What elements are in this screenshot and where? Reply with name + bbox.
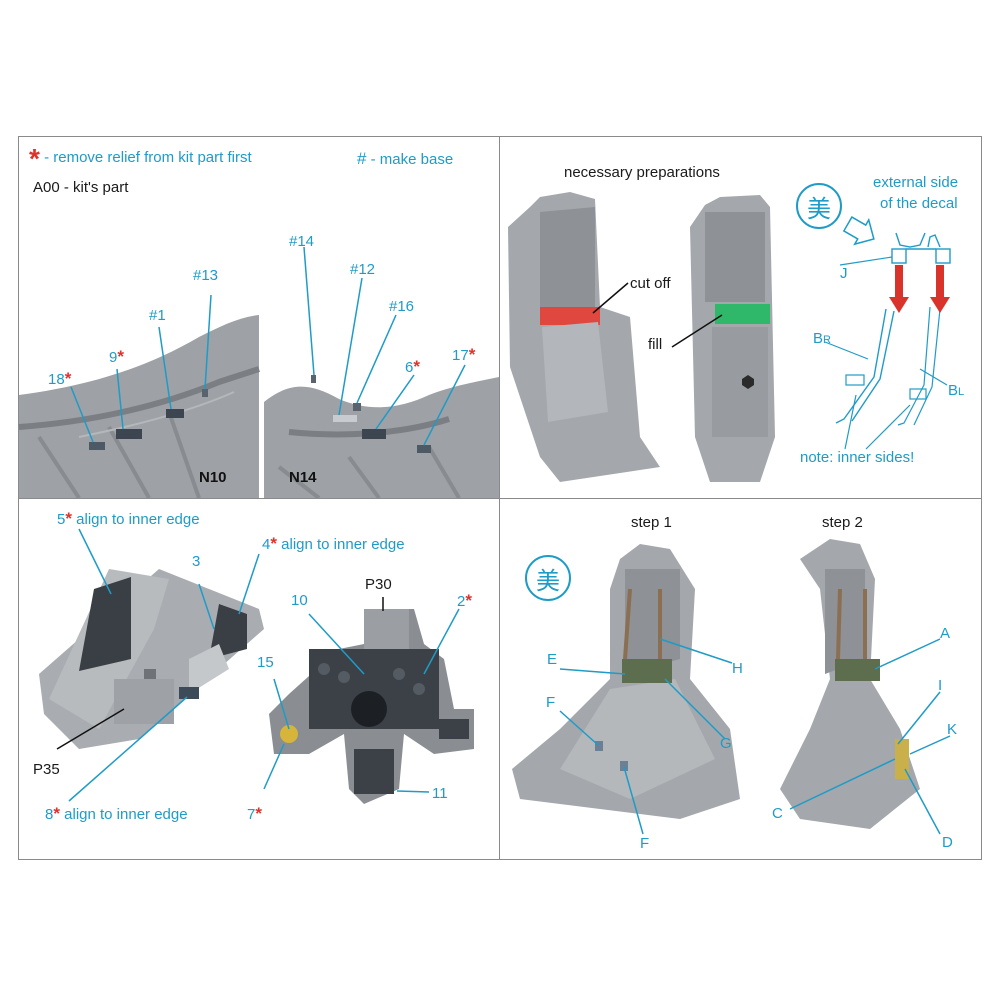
decal-17 xyxy=(417,445,431,453)
fill-label: fill xyxy=(648,336,663,353)
decal-12 xyxy=(333,415,357,422)
legend-star-symbol: * xyxy=(29,143,40,174)
legend-hash-row: # - make base xyxy=(357,149,453,169)
step2-title: step 2 xyxy=(822,514,863,531)
label-br: BR xyxy=(813,330,831,347)
callout-16: #16 xyxy=(389,298,415,315)
cut-off-label: cut off xyxy=(630,275,671,292)
label-h: H xyxy=(732,660,743,677)
label-a: A xyxy=(940,625,951,642)
red-arrows xyxy=(889,265,950,313)
callout-3: 3 xyxy=(192,553,201,570)
legend-hash-symbol: # xyxy=(357,149,367,168)
callout-4-text: align to inner edge xyxy=(281,536,405,553)
callout-13: #13 xyxy=(193,267,219,284)
lower-panel-11 xyxy=(354,749,394,794)
inner-sides-note: note: inner sides! xyxy=(800,449,915,466)
label-bl-sub: L xyxy=(958,386,965,398)
preparations-title: necessary preparations xyxy=(564,164,720,181)
callout-8-text: align to inner edge xyxy=(64,806,188,823)
callout-8: 8* align to inner edge xyxy=(45,804,188,823)
callout-17: 17* xyxy=(452,345,476,364)
label-i: I xyxy=(938,677,943,694)
belt-step1 xyxy=(622,659,672,683)
label-f-bottom: F xyxy=(640,835,650,852)
instrument-panel-photo xyxy=(39,528,474,804)
step1-title: step 1 xyxy=(631,514,672,531)
belt-step2 xyxy=(835,659,880,681)
cut-off-area xyxy=(540,307,600,325)
fill-area xyxy=(715,304,770,324)
callout-10: 10 xyxy=(291,592,308,609)
label-j: J xyxy=(840,265,848,282)
callout-7: 7* xyxy=(247,804,262,823)
label-e: E xyxy=(547,651,558,668)
label-d: D xyxy=(942,834,953,851)
panel-harness-steps: step 1 step 2 美 E H G F F A I K C D xyxy=(500,499,982,859)
callout-18-label: 18 xyxy=(48,371,65,388)
part-label-n10: N10 xyxy=(199,469,227,486)
panel-side-consoles: * - remove relief from kit part first # … xyxy=(19,137,499,498)
legend-star-row: * - remove relief from kit part first xyxy=(29,145,252,173)
label-bl: BL xyxy=(948,382,964,399)
legend-hash-text: - make base xyxy=(370,151,454,168)
callout-11: 11 xyxy=(432,785,448,802)
callout-12: #12 xyxy=(350,261,376,278)
label-k: K xyxy=(947,721,958,738)
callout-14: #14 xyxy=(289,233,315,250)
callout-15: 15 xyxy=(257,654,274,671)
decal-1 xyxy=(166,409,184,418)
callout-5: 5* align to inner edge xyxy=(57,509,200,528)
callout-2: 2* xyxy=(457,591,472,610)
decal-14 xyxy=(311,375,316,383)
callout-1: #1 xyxy=(149,307,166,324)
part-label-p35: P35 xyxy=(33,761,60,778)
stamp-icon-step1: 美 xyxy=(525,555,571,601)
gauge-15 xyxy=(280,725,298,743)
panel-necessary-preparations: necessary preparations cut off fill 美 ex… xyxy=(500,137,982,498)
callout-7-num: 7 xyxy=(247,806,256,823)
callout-5-text: align to inner edge xyxy=(76,511,200,528)
seat-preparation-photo xyxy=(508,192,951,482)
callout-8-num: 8 xyxy=(45,806,54,823)
decal-16 xyxy=(353,403,361,411)
callout-6-label: 6 xyxy=(405,359,414,376)
decal-9 xyxy=(116,429,142,439)
callout-9: 9* xyxy=(109,347,124,366)
callout-6: 6* xyxy=(405,357,420,376)
part-label-n14: N14 xyxy=(289,469,317,486)
label-c: C xyxy=(772,805,783,822)
legend-star-text: - remove relief from kit part first xyxy=(44,149,252,166)
decal-13 xyxy=(202,389,208,397)
label-f-top: F xyxy=(546,694,556,711)
harness-decal-drawing xyxy=(835,232,951,426)
decal-8-panel xyxy=(179,687,199,699)
part-label-p30: P30 xyxy=(365,576,392,593)
decal-18 xyxy=(89,442,105,450)
stamp-icon: 美 xyxy=(796,183,842,229)
callout-2-num: 2 xyxy=(457,593,466,610)
callout-5-num: 5 xyxy=(57,511,66,528)
decal-5-panel xyxy=(79,577,131,671)
decal-6 xyxy=(362,429,386,439)
callout-9-label: 9 xyxy=(109,349,118,366)
panel-divider-horizontal xyxy=(18,498,982,499)
label-bl-main: B xyxy=(948,382,959,399)
callout-18: 18* xyxy=(48,369,72,388)
side-console-photo xyxy=(19,246,499,498)
callout-17-label: 17 xyxy=(452,347,469,364)
harness-steps-photo xyxy=(512,539,951,835)
external-side-line2: of the decal xyxy=(880,195,958,212)
callout-4-num: 4 xyxy=(262,536,271,553)
label-br-sub: R xyxy=(823,334,831,346)
label-g: G xyxy=(720,735,732,752)
label-br-main: B xyxy=(813,330,824,347)
external-side-line1: external side xyxy=(873,174,959,191)
callout-4: 4* align to inner edge xyxy=(262,534,405,553)
legend-kit-part: A00 - kit's part xyxy=(33,179,129,196)
panel-instrument-panel: 5* align to inner edge 4* align to inner… xyxy=(19,499,499,859)
